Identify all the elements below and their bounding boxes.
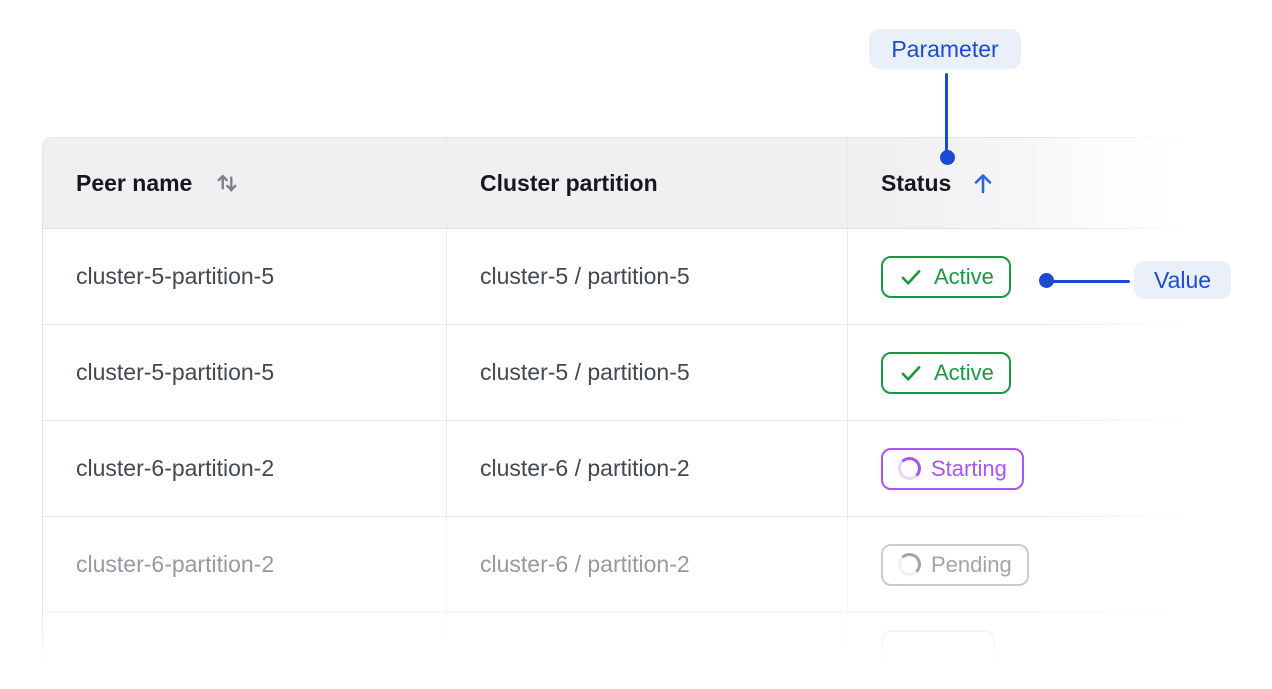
column-label-cluster-partition: Cluster partition xyxy=(480,169,658,196)
value-annotation-chip: Value xyxy=(1134,261,1231,299)
status-cell: Pending xyxy=(848,517,1190,612)
status-badge-label: Active xyxy=(934,359,994,385)
check-icon xyxy=(898,360,924,386)
status-badge-label: Starting xyxy=(931,455,1007,481)
peer-name-cell xyxy=(43,613,447,689)
status-cell: Starting xyxy=(848,421,1190,516)
column-label-peer-name: Peer name xyxy=(76,169,193,196)
table-row: cluster-5-partition-5 cluster-5 / partit… xyxy=(43,229,1190,325)
sort-both-icon[interactable] xyxy=(212,168,242,198)
peer-name-cell: cluster-5-partition-5 xyxy=(43,229,447,324)
cluster-partition-cell xyxy=(447,613,848,689)
parameter-connector-line xyxy=(945,73,948,152)
table-header-row: Peer name Cluster partition Status xyxy=(43,138,1190,229)
column-header-peer-name[interactable]: Peer name xyxy=(43,138,447,228)
peer-name-cell: cluster-5-partition-5 xyxy=(43,325,447,420)
status-badge-active: Active xyxy=(881,351,1011,394)
spinner-icon xyxy=(898,457,921,480)
table-row: cluster-6-partition-2 cluster-6 / partit… xyxy=(43,421,1190,517)
status-badge-pending: Pending xyxy=(881,543,1029,586)
peer-name-cell: cluster-6-partition-2 xyxy=(43,421,447,516)
table-row: cluster-6-partition-2 cluster-6 / partit… xyxy=(43,517,1190,613)
parameter-annotation-chip: Parameter xyxy=(869,29,1021,69)
column-header-status[interactable]: Status xyxy=(848,138,1190,228)
value-connector-line xyxy=(1047,280,1130,283)
status-badge-active: Active xyxy=(881,255,1011,298)
cluster-partition-cell: cluster-5 / partition-5 xyxy=(447,325,848,420)
cluster-partition-cell: cluster-5 / partition-5 xyxy=(447,229,848,324)
status-cell: Active xyxy=(848,325,1190,420)
cluster-partition-cell: cluster-6 / partition-2 xyxy=(447,421,848,516)
sort-ascending-icon[interactable] xyxy=(971,170,995,196)
peer-name-cell: cluster-6-partition-2 xyxy=(43,517,447,612)
table-row: cluster-5-partition-5 cluster-5 / partit… xyxy=(43,325,1190,421)
status-badge-empty xyxy=(881,630,995,672)
column-label-status: Status xyxy=(881,169,952,196)
spinner-icon xyxy=(898,553,921,576)
column-header-cluster-partition[interactable]: Cluster partition xyxy=(447,138,848,228)
peers-table: Peer name Cluster partition Status clust… xyxy=(42,137,1190,689)
cluster-partition-cell: cluster-6 / partition-2 xyxy=(447,517,848,612)
status-cell: Active xyxy=(848,229,1190,324)
status-badge-label: Pending xyxy=(931,551,1012,577)
parameter-connector-dot xyxy=(940,150,955,165)
check-icon xyxy=(898,264,924,290)
status-badge-starting: Starting xyxy=(881,447,1024,490)
table-row xyxy=(43,613,1190,689)
value-connector-dot xyxy=(1039,273,1054,288)
status-cell xyxy=(848,613,1190,689)
status-badge-label: Active xyxy=(934,263,994,289)
